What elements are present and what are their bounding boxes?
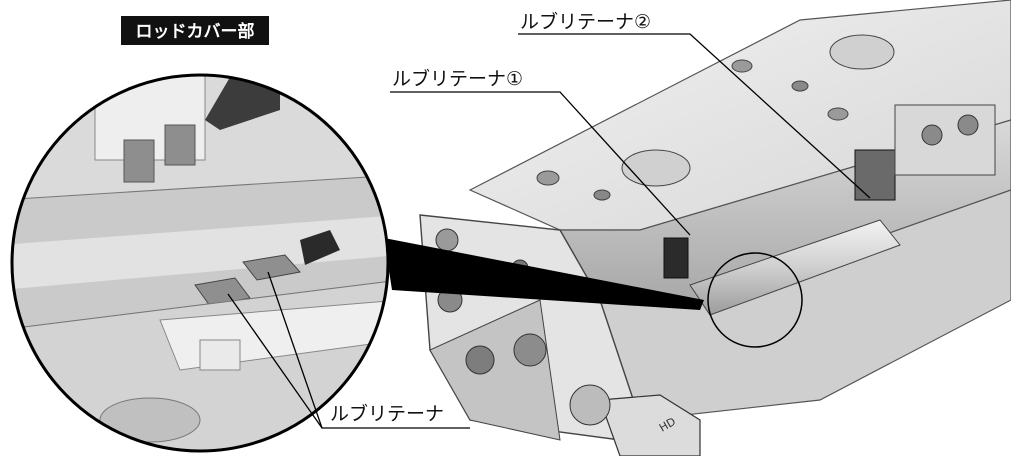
piston-rod — [689, 219, 901, 316]
hex-socket — [435, 228, 459, 252]
top-hole — [827, 107, 849, 121]
rod-cover-label: ロッドカバー部 — [136, 21, 255, 42]
lubretainer-pad — [194, 277, 251, 307]
port-hole — [513, 333, 547, 367]
rod-cover-highlight — [707, 252, 803, 348]
zoom-projection — [384, 238, 704, 310]
top-hole — [593, 189, 611, 201]
end-block-hole — [957, 114, 979, 136]
lubretainer-2-leader — [518, 33, 871, 199]
lubretainer-1-leader — [390, 91, 691, 236]
end-block-hole — [921, 124, 943, 146]
lubretainer-block — [663, 237, 689, 279]
lubretainer-detail-label: ルブリテーナ — [330, 402, 444, 425]
zoom-detail — [12, 75, 388, 451]
top-hole — [791, 80, 809, 92]
zoom-circle-border — [10, 73, 390, 453]
lubretainer-1-label: ルブリテーナ① — [392, 67, 523, 90]
lubretainer-pad — [242, 254, 301, 281]
lubretainer-block — [854, 149, 896, 201]
end-block — [894, 104, 996, 176]
top-hole — [829, 34, 895, 70]
front-washer — [569, 384, 611, 426]
top-hole — [536, 170, 560, 186]
top-hole — [731, 59, 753, 73]
front-bolt — [599, 394, 701, 456]
rod-cover-tag — [121, 16, 269, 45]
port-hole — [465, 345, 495, 375]
lubretainer-detail-leader-2 — [267, 271, 323, 429]
top-hole — [621, 149, 691, 187]
lubretainer-2-label: ルブリテーナ② — [520, 10, 651, 33]
